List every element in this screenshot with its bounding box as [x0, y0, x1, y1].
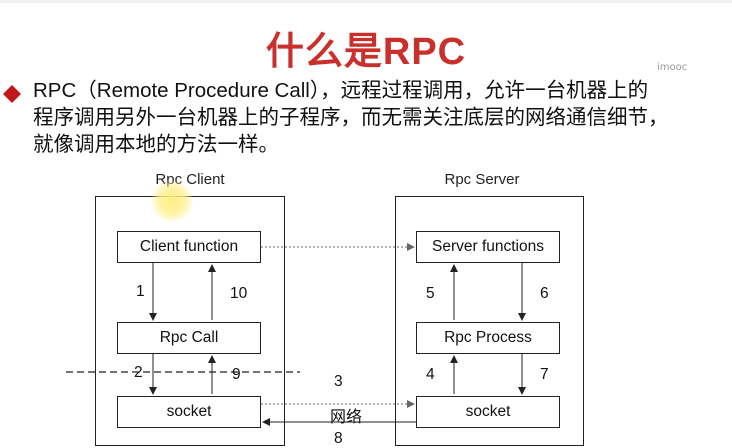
step-label: 5: [426, 285, 435, 302]
step-label: 8: [334, 430, 343, 447]
slide-title: 什么是RPC: [265, 31, 467, 73]
bullet-line: 程序调用另外一台机器上的子程序，而无需关注底层的网络通信细节，: [33, 106, 669, 129]
step-label: 6: [540, 285, 549, 302]
diamond-bullet-icon: [3, 85, 21, 103]
client-socket-box: socket: [117, 396, 261, 428]
step-label: 9: [232, 366, 241, 383]
step-label: 3: [334, 373, 343, 390]
rpc-process-box: Rpc Process: [416, 322, 560, 354]
cursor-highlight: [151, 180, 193, 222]
top-border: [0, 0, 732, 3]
server-socket-box: socket: [416, 396, 560, 428]
watermark: imooc: [657, 62, 688, 73]
bullet-line: 就像调用本地的方法一样。: [33, 133, 279, 156]
server-functions-box: Server functions: [416, 231, 560, 263]
bullet-paragraph: RPC（Remote Procedure Call），远程过程调用，允许一台机器…: [33, 77, 723, 158]
server-panel-title: Rpc Server: [444, 171, 520, 188]
client-function-box: Client function: [117, 231, 261, 263]
step-label: 2: [134, 364, 143, 381]
step-label: 1: [136, 283, 145, 300]
step-label: 4: [426, 366, 435, 383]
network-label: 网络: [330, 409, 363, 426]
bullet-line: RPC（Remote Procedure Call），远程过程调用，允许一台机器…: [33, 79, 649, 102]
step-label: 7: [540, 366, 549, 383]
rpc-call-box: Rpc Call: [117, 322, 261, 354]
step-label: 10: [230, 285, 248, 302]
